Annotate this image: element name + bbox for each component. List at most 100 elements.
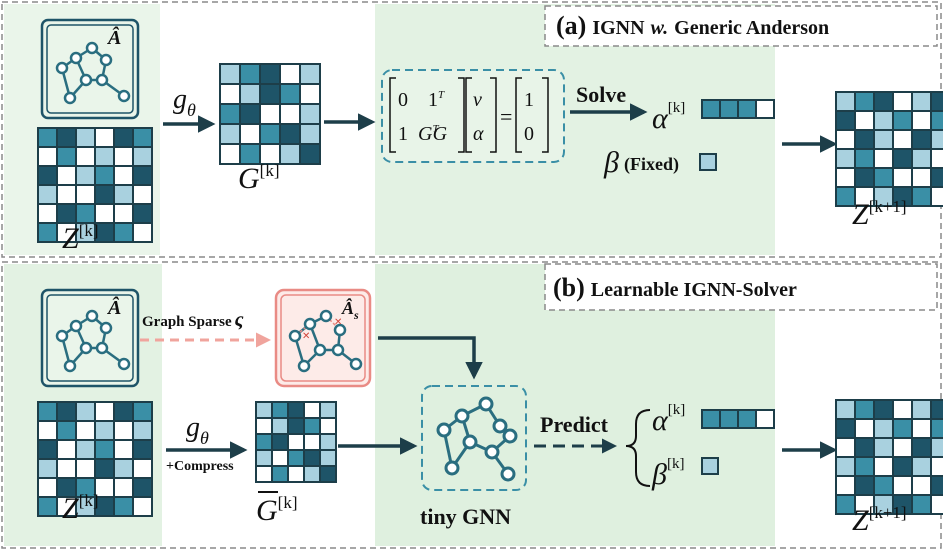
matrix-cell: [239, 63, 261, 85]
z-next-label: Z[k+1]: [852, 197, 907, 231]
svg-text:ν: ν: [473, 89, 482, 111]
matrix-cell: [271, 417, 289, 435]
matrix-cell: [911, 148, 932, 169]
matrix-cell: [94, 127, 115, 148]
matrix-cell: [94, 420, 115, 441]
matrix-cell: [835, 110, 856, 131]
matrix-cell: [319, 449, 337, 467]
g-matrix-label: G[k]: [238, 161, 280, 195]
matrix-cell: [299, 143, 321, 165]
matrix-cell: [873, 148, 894, 169]
matrix-cell: [835, 167, 856, 188]
matrix-cell: [94, 401, 115, 422]
matrix-cell: [132, 401, 153, 422]
beta-label: β: [603, 146, 619, 179]
matrix-cell: [94, 165, 115, 186]
panel-b: (b)Learnable IGNN-Solver: [1, 261, 943, 549]
sparse-graph-icon: ✕ ✕ Âs: [274, 288, 372, 388]
matrix-cell: [930, 456, 943, 477]
graph-b-hat-icon: Â: [40, 288, 140, 388]
matrix-cell: [37, 458, 58, 479]
z-next-matrix: [835, 91, 943, 207]
svg-text:(b)Learnable IGNN-Solver: (b)Learnable IGNN-Solver: [553, 273, 797, 302]
matrix-cell: [56, 146, 77, 167]
compress-label: +Compress: [166, 459, 234, 474]
matrix-cell: [835, 437, 856, 458]
matrix-cell: [132, 184, 153, 205]
matrix-cell: [303, 433, 321, 451]
g-bar-matrix: [255, 401, 337, 483]
matrix-cell: [911, 399, 932, 420]
svg-text:Â: Â: [106, 295, 121, 319]
z-next-label: Z[k+1]: [852, 503, 907, 537]
alpha-vector: [701, 99, 775, 119]
matrix-cell: [911, 110, 932, 131]
matrix-cell: [113, 477, 134, 498]
matrix-cell: [892, 437, 913, 458]
svg-text:Â: Â: [106, 25, 121, 49]
matrix-cell: [37, 146, 58, 167]
matrix-cell: [37, 184, 58, 205]
matrix-cell: [930, 418, 943, 439]
beta-box: [701, 457, 719, 475]
svg-text:α: α: [473, 123, 484, 145]
matrix-cell: [113, 439, 134, 460]
matrix-cell: [303, 465, 321, 483]
matrix-cell: [94, 184, 115, 205]
svg-text:GTG: GTG: [418, 123, 448, 145]
matrix-cell: [854, 475, 875, 496]
matrix-cell: [911, 91, 932, 112]
panel-b-title: (b)Learnable IGNN-Solver: [544, 263, 938, 311]
matrix-cell: [56, 184, 77, 205]
matrix-cell: [835, 456, 856, 477]
g-bar-label: G[k]: [256, 491, 298, 527]
matrix-cell: [911, 456, 932, 477]
matrix-cell: [873, 110, 894, 131]
matrix-cell: [835, 418, 856, 439]
matrix-cell: [113, 127, 134, 148]
matrix-cell: [219, 143, 241, 165]
matrix-cell: [37, 496, 58, 517]
matrix-cell: [279, 143, 301, 165]
matrix-cell: [271, 401, 289, 419]
matrix-cell: [113, 496, 134, 517]
matrix-cell: [892, 418, 913, 439]
matrix-cell: [287, 417, 305, 435]
matrix-cell: [835, 475, 856, 496]
removed-edge-mark: ✕: [302, 331, 310, 342]
matrix-cell: [113, 165, 134, 186]
z-next-matrix: [835, 399, 943, 515]
matrix-cell: [287, 465, 305, 483]
matrix-cell: [113, 458, 134, 479]
tiny-gnn-box: [421, 385, 527, 491]
graph-a-hat-icon: Â: [40, 18, 140, 120]
matrix-cell: [287, 433, 305, 451]
fixed-label: (Fixed): [624, 154, 679, 175]
matrix-cell: [56, 401, 77, 422]
matrix-cell: [75, 401, 96, 422]
matrix-cell: [259, 123, 281, 145]
alpha-vector: [701, 409, 775, 429]
matrix-cell: [271, 465, 289, 483]
matrix-cell: [113, 184, 134, 205]
matrix-cell: [299, 63, 321, 85]
matrix-cell: [835, 129, 856, 150]
matrix-cell: [854, 110, 875, 131]
matrix-cell: [835, 91, 856, 112]
matrix-cell: [279, 123, 301, 145]
matrix-cell: [113, 420, 134, 441]
sparse-to-gnn-arrow: [378, 336, 483, 380]
matrix-cell: [299, 123, 321, 145]
matrix-cell: [892, 148, 913, 169]
beta-box: [699, 153, 717, 171]
beta-label: β[k]: [651, 456, 684, 491]
matrix-cell: [239, 83, 261, 105]
matrix-cell: [873, 91, 894, 112]
matrix-cell: [911, 186, 932, 207]
matrix-cell: [75, 146, 96, 167]
svg-text:1T: 1T: [428, 89, 445, 111]
matrix-cell: [75, 439, 96, 460]
